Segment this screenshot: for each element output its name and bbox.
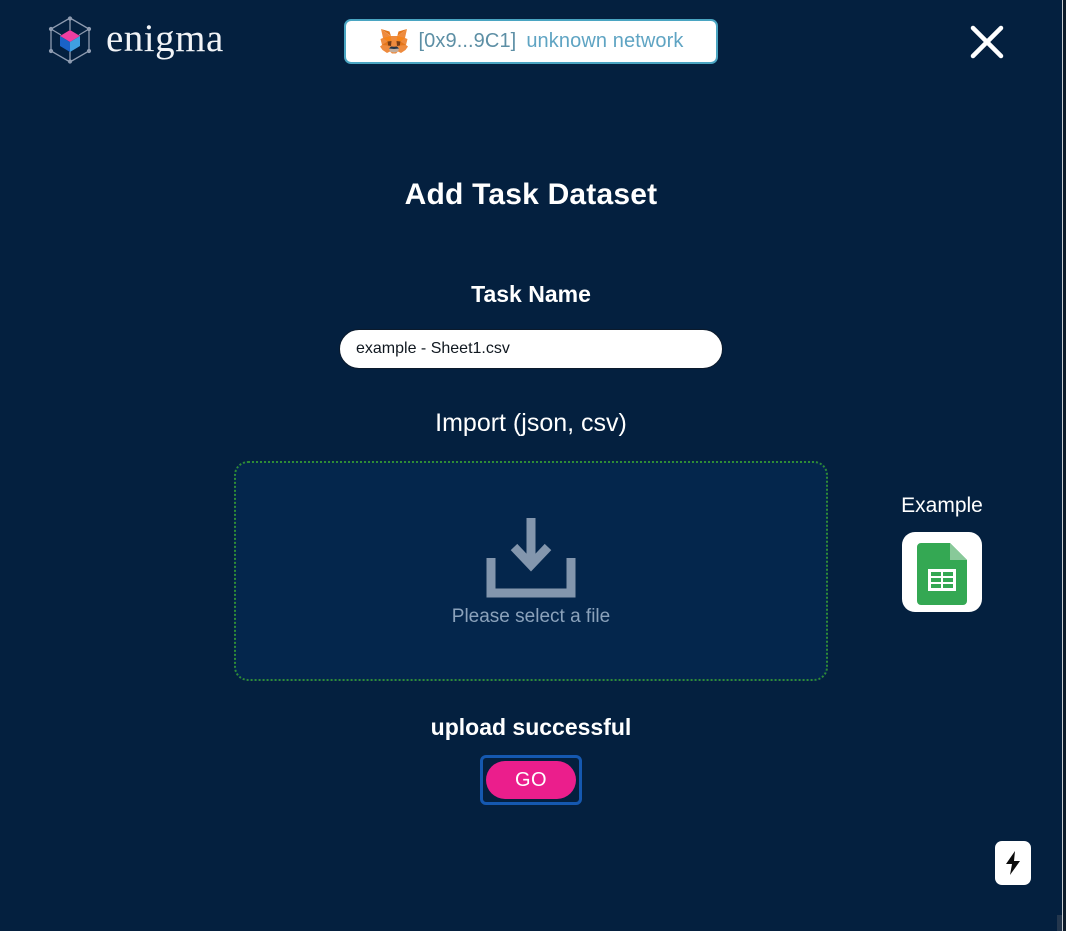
brand-name: enigma [106,17,224,60]
dropzone-text: Please select a file [451,606,611,627]
go-button-wrap: GO [0,755,1062,805]
lightning-bolt-icon [1003,850,1023,876]
brand-logo[interactable]: enigma [48,16,224,64]
scrollbar-thumb[interactable] [1057,915,1062,931]
right-gutter [1063,0,1066,931]
wallet-status-button[interactable]: [0x9...9C1] unknown network [344,19,718,64]
page-title: Add Task Dataset [404,178,658,211]
lightning-bolt-badge[interactable] [995,841,1031,885]
google-sheets-icon [913,539,971,605]
close-x-icon[interactable] [967,22,1007,62]
import-label: Import (json, csv) [435,409,627,437]
window-edge [1062,0,1063,931]
task-name-label: Task Name [471,281,591,307]
go-focus-ring: GO [480,755,582,805]
wallet-address: [0x9...9C1] [418,30,517,52]
upload-status: upload successful [430,714,632,740]
example-sheets-button[interactable] [902,532,982,612]
example-label: Example [901,494,983,517]
go-button[interactable]: GO [486,761,576,799]
enigma-cube-logo-icon [48,16,92,64]
wallet-network: unknown network [526,30,684,52]
metamask-fox-icon [379,28,409,56]
app-header: enigma [0x9...9C1] unkno [0,0,1062,84]
task-name-input[interactable] [339,329,723,369]
example-block: Example [860,494,1024,612]
file-dropzone[interactable]: Please select a file [234,461,828,681]
upload-tray-icon [483,514,579,606]
